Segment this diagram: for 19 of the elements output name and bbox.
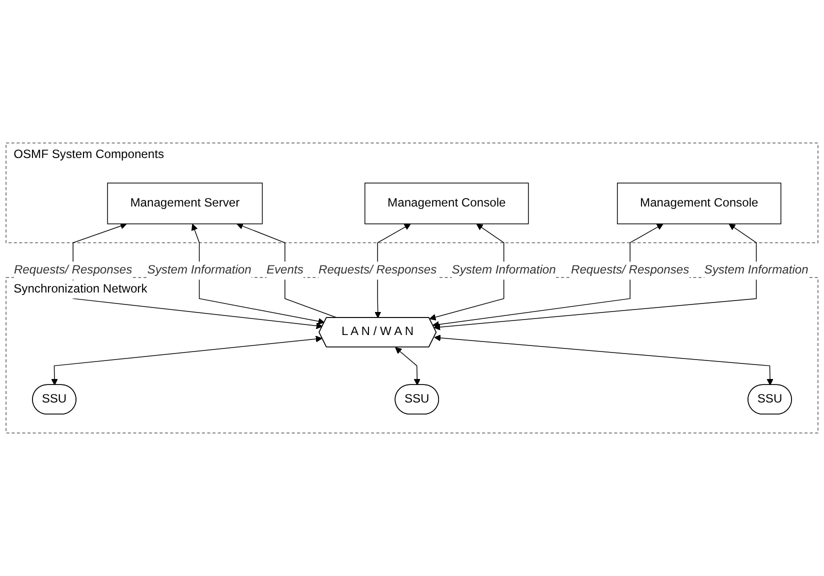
- arrow: [434, 224, 757, 330]
- arrow: [236, 222, 338, 318]
- arrow: [395, 347, 420, 386]
- arrow: [429, 224, 504, 320]
- arrow: [72, 222, 323, 330]
- arrow: [191, 224, 325, 325]
- edge-label: System Information: [147, 264, 252, 277]
- arrow: [434, 334, 774, 386]
- arrow: [432, 224, 664, 328]
- edge-label: Requests/ Responses: [318, 264, 437, 277]
- arrow: [51, 336, 322, 386]
- node-box: Management Console: [364, 182, 529, 224]
- edge-label: System Information: [452, 264, 556, 277]
- edge-label: Events: [266, 264, 304, 277]
- edge-label: Requests/ Responses: [570, 264, 690, 277]
- edge-label: Requests/ Responses: [14, 264, 132, 277]
- node-box: Management Console: [616, 182, 782, 224]
- edge-label: System Information: [704, 264, 808, 277]
- node-box: Management Server: [107, 182, 263, 224]
